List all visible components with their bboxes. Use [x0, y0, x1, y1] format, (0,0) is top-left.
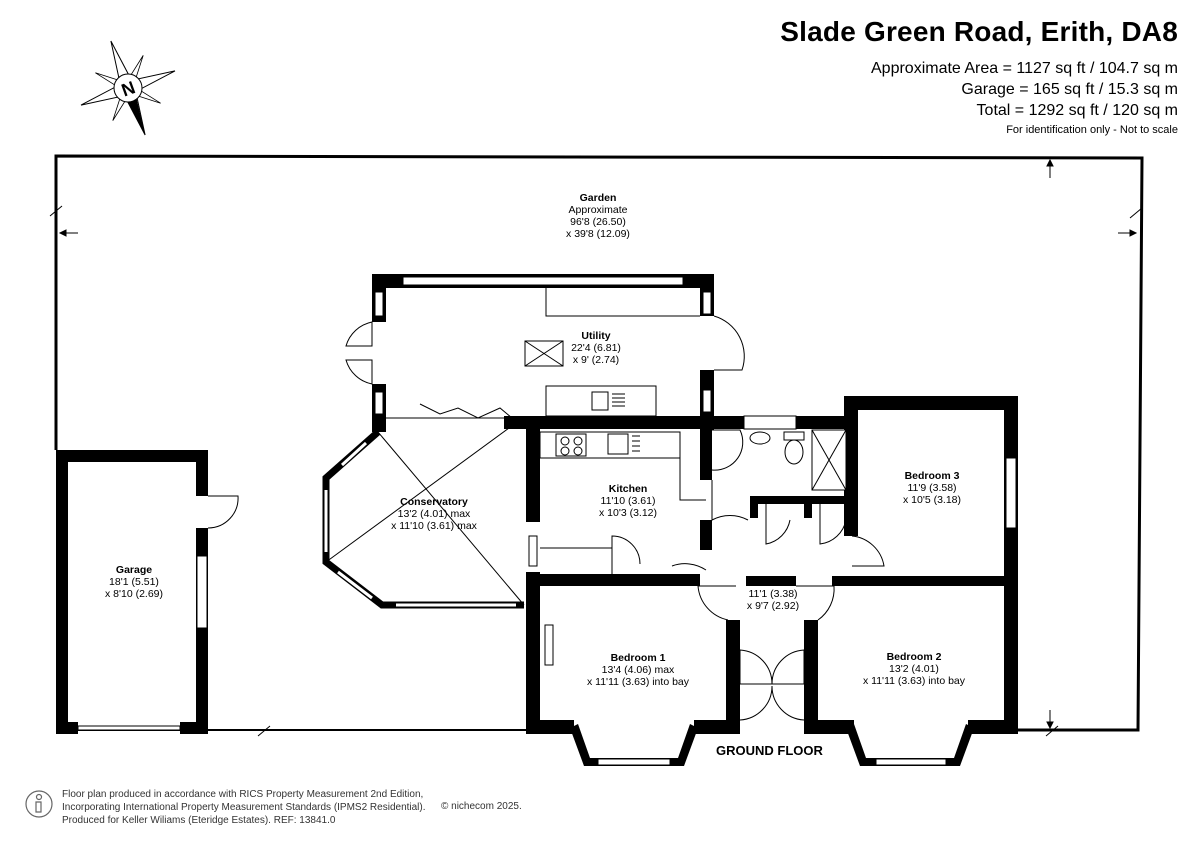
- room-dimension: x 11'11 (3.63) into bay: [862, 675, 966, 687]
- room-name: Kitchen: [608, 483, 648, 495]
- garage-walls: [56, 450, 239, 734]
- total-area: Total = 1292 sq ft / 120 sq m: [976, 102, 1178, 119]
- room-dimension: 96'8 (26.50): [570, 216, 626, 228]
- floor-label: GROUND FLOOR: [716, 743, 823, 758]
- room-dimension: x 8'10 (2.69): [104, 588, 164, 600]
- room-label-hall: Hall 11'1 (3.38) x 9'7 (2.92): [747, 576, 799, 612]
- bay-windows: [570, 724, 974, 766]
- room-dimension: 11'10 (3.61): [600, 495, 656, 507]
- room-label-bedroom-2: Bedroom 2 13'2 (4.01) x 11'11 (3.63) int…: [863, 651, 965, 687]
- room-note: Approximate: [568, 204, 628, 216]
- room-dimension: x 39'8 (12.09): [566, 228, 630, 240]
- room-name: Bedroom 3: [904, 470, 960, 482]
- room-name: Garage: [115, 564, 153, 576]
- garage-area: Garage = 165 sq ft / 15.3 sq m: [961, 81, 1178, 98]
- compass-label: N: [119, 77, 138, 100]
- room-label-bedroom-1: Bedroom 1 13'4 (4.06) max x 11'11 (3.63)…: [587, 652, 689, 688]
- compass-icon: [80, 40, 176, 136]
- conservatory-lines: [325, 403, 525, 606]
- room-name: Garden: [579, 192, 617, 204]
- room-dimension: x 11'11 (3.63) into bay: [586, 676, 690, 688]
- room-name: Bedroom 2: [886, 651, 942, 663]
- brand-credit: © nichecom 2025.: [441, 801, 522, 812]
- room-dimension: 13'4 (4.06) max: [601, 664, 675, 676]
- house-details: [528, 415, 1017, 721]
- room-dimension: x 9'7 (2.92): [746, 600, 800, 612]
- room-label-utility: Utility 22'4 (6.81) x 9' (2.74): [571, 330, 621, 366]
- room-name: Bedroom 1: [610, 652, 666, 664]
- info-icon: [25, 790, 53, 818]
- room-dimension: x 9' (2.74): [572, 354, 620, 366]
- room-dimension: 22'4 (6.81): [571, 342, 621, 354]
- room-dimension: x 10'3 (3.12): [598, 507, 658, 519]
- room-dimension: 13'2 (4.01) max: [397, 508, 471, 520]
- room-dimension: 11'9 (3.58): [907, 482, 957, 494]
- disclaimer: For identification only - Not to scale: [1006, 124, 1178, 136]
- room-label-kitchen: Kitchen 11'10 (3.61) x 10'3 (3.12): [599, 483, 657, 519]
- room-label-garage: Garage 18'1 (5.51) x 8'10 (2.69): [105, 564, 163, 600]
- footer-line: Floor plan produced in accordance with R…: [62, 789, 424, 800]
- page-title: Slade Green Road, Erith, DA8: [780, 16, 1178, 47]
- footer: Floor plan produced in accordance with R…: [62, 788, 426, 827]
- footer-line: Produced for Keller Wiliams (Eteridge Es…: [62, 815, 336, 826]
- utility-details: [345, 276, 745, 417]
- room-dimension: 13'2 (4.01): [889, 663, 939, 675]
- room-label-garden: Garden Approximate 96'8 (26.50) x 39'8 (…: [566, 192, 630, 240]
- conservatory-glazing: [324, 441, 516, 607]
- room-dimension: x 11'10 (3.61) max: [391, 520, 477, 532]
- room-name: Conservatory: [400, 496, 468, 508]
- dimension-markers: [49, 158, 1143, 737]
- room-name: Hall: [763, 576, 783, 588]
- room-label-conservatory: Conservatory 13'2 (4.01) max x 11'10 (3.…: [391, 496, 477, 532]
- room-label-bedroom-3: Bedroom 3 11'9 (3.58) x 10'5 (3.18): [903, 470, 961, 506]
- room-name: Utility: [581, 330, 611, 342]
- room-dimension: x 10'5 (3.18): [902, 494, 962, 506]
- room-dimension: 11'1 (3.38): [748, 588, 798, 600]
- footer-line: Incorporating International Property Mea…: [62, 802, 426, 813]
- approximate-area: Approximate Area = 1127 sq ft / 104.7 sq…: [871, 60, 1178, 77]
- room-dimension: 18'1 (5.51): [109, 576, 159, 588]
